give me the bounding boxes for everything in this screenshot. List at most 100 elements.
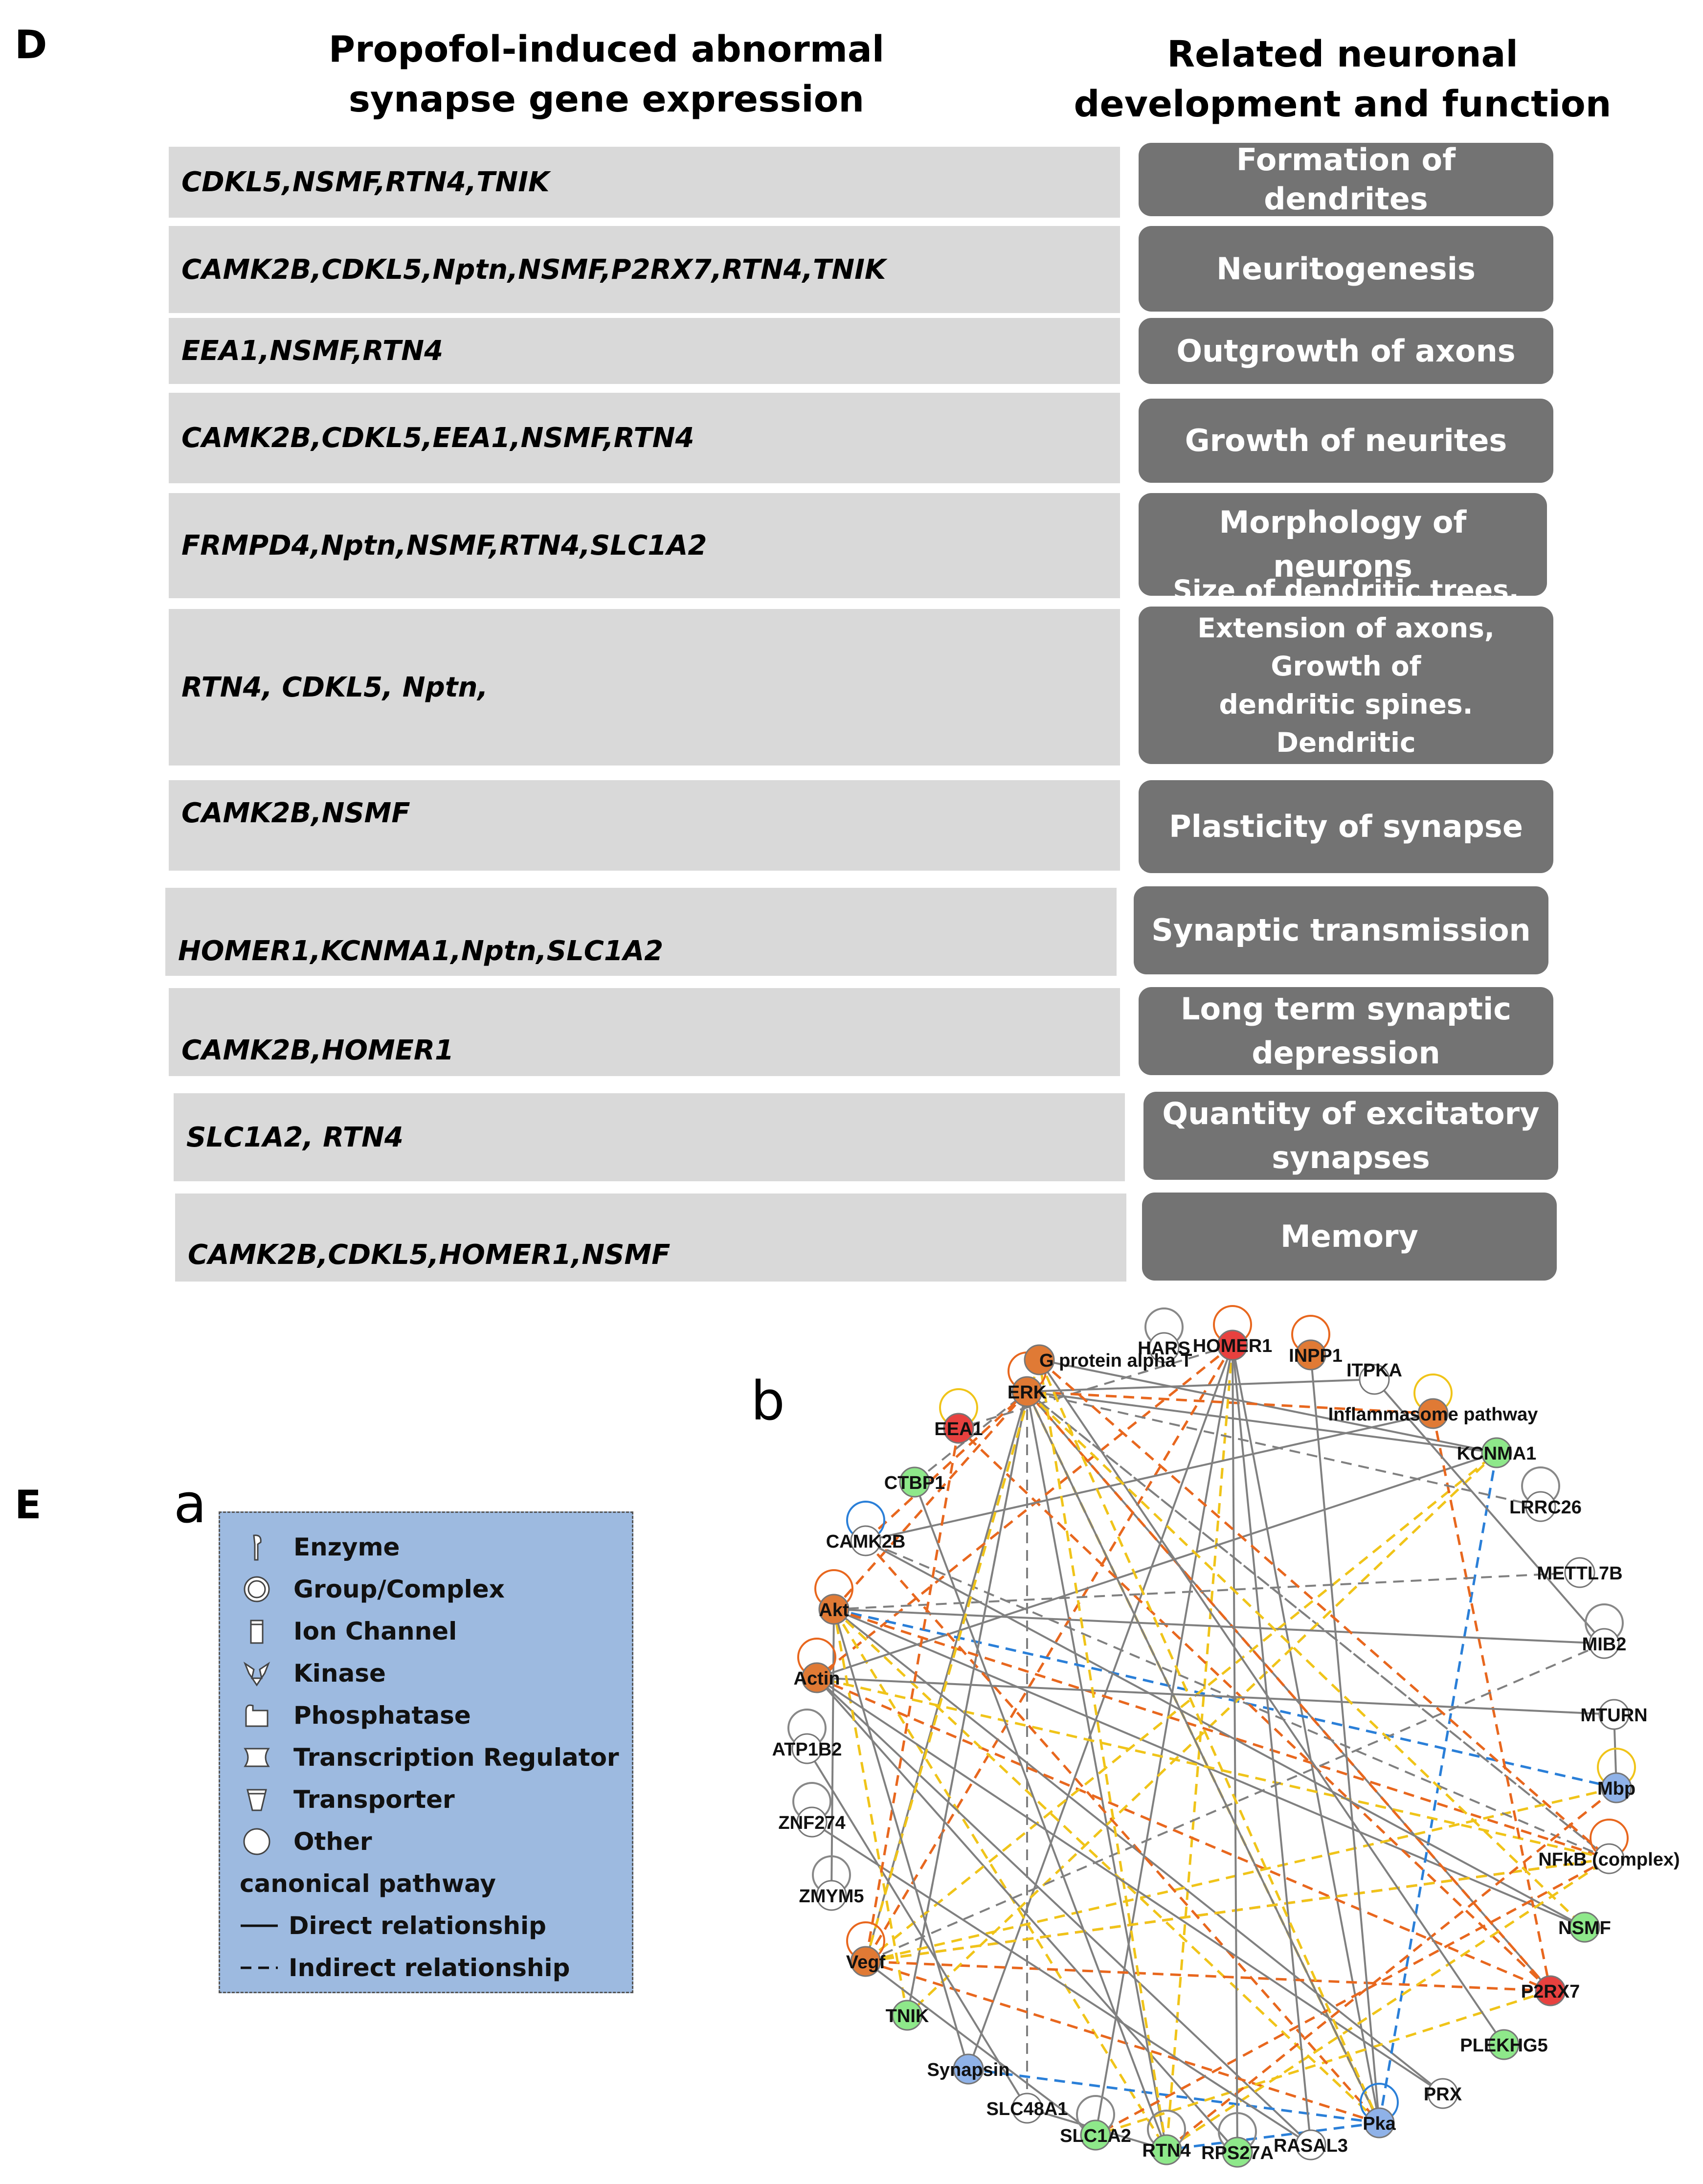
legend-label: Indirect relationship [289,1954,570,1982]
legend-panel: Enzyme Group/Complex Ion Channel Kinase … [219,1511,633,1993]
node-label: PRX [1424,2084,1462,2105]
node-label: METTL7B [1537,1563,1622,1584]
node-label: EEA1 [934,1419,983,1440]
network-node: LRRC26 [1509,1491,1582,1522]
node-label: ATP1B2 [772,1739,842,1760]
enzyme-icon [240,1530,274,1564]
network-node: MIB2 [1582,1628,1626,1659]
network-edge [1373,1378,1605,1644]
node-shape [1488,2029,1520,2060]
node-shape [1589,1628,1620,1659]
node-shape [1569,1912,1600,1943]
network-node: SLC1A2 [1060,2119,1131,2151]
node-label: RTN4 [1142,2140,1190,2161]
node-shape [1222,2137,1253,2168]
network-edge [1027,1391,1497,1454]
node-label: NSMF [1558,1918,1611,1938]
panel-d-letter: D [15,22,47,68]
panel-e-letter: E [15,1482,42,1528]
network-edge [816,1676,1551,1992]
node-shape [1080,2119,1111,2151]
network-edge [1038,1359,1168,2150]
network-edge [1039,1359,1497,1454]
node-shape [1359,1364,1390,1395]
network-edge [1026,1391,1380,2123]
node-shape [1535,1975,1566,2006]
network-edge [865,1540,1380,2124]
node-shape [791,1733,823,1764]
network-edge [864,1428,960,1962]
function-header-line-2: development and function [1074,83,1612,125]
gene-list-cell: CAMK2B,CDKL5,EEA1,NSMF,RTN4 [169,393,1120,483]
node-shape [1011,1376,1043,1407]
node-shape [1593,1843,1625,1874]
node-shape [1417,1398,1449,1429]
node-shape [1011,2093,1043,2124]
legend-item-group-complex: Group/Complex [240,1570,505,1609]
node-shape [801,1662,832,1693]
function-line: synapses [1272,1140,1430,1175]
node-shape [1295,1339,1326,1371]
node-label: ZMYM5 [799,1886,864,1907]
network-edge [1038,1359,1381,2124]
subpanel-b-letter: b [751,1370,785,1432]
gene-list-cell: CAMK2B,CDKL5,Nptn,NSMF,P2RX7,RTN4,TNIK [169,226,1120,313]
node-label: RPS27A [1201,2143,1274,2163]
function-column-header: Related neuronal development and functio… [1061,29,1624,129]
node-shape [850,1525,881,1556]
node-label: HOMER1 [1193,1336,1273,1356]
node-label: Inflammasome pathway [1328,1404,1538,1425]
network-edge [1232,1345,1380,2123]
network-node: KCNMA1 [1457,1437,1536,1468]
network-edge [864,1359,1041,1962]
function-cell: Memory [1142,1193,1557,1281]
network-edge [816,1677,1312,2146]
network-edge [1038,1359,1505,2046]
network-edge [865,1540,1585,1928]
network-node: Vegf [846,1946,885,1977]
function-line: dendrites [1264,181,1428,217]
network-edge [833,1391,1028,1610]
network-node: HARS [1138,1332,1190,1363]
legend-label: Phosphatase [293,1701,471,1730]
legend-label: canonical pathway [240,1869,496,1898]
node-shape [1427,2078,1458,2109]
network-edge [1310,1354,1380,2123]
legend-item-transporter: Transporter [240,1780,455,1819]
network-edge [864,1344,1234,1962]
network-node: NSMF [1558,1912,1611,1943]
network-edge [1166,2121,1380,2151]
network-edge [833,1608,1380,2124]
node-shape [953,2053,984,2085]
network-edge [906,1452,1498,2016]
network-edge [865,1452,1498,1962]
network-node: HOMER1 [1193,1329,1273,1361]
function-line: Growth of neurites [1185,423,1507,458]
gene-list-cell: CAMK2B,NSMF [169,780,1120,871]
network-node: PLEKHG5 [1460,2029,1548,2060]
node-shape [1364,2107,1395,2139]
node-label: INPP1 [1289,1346,1343,1366]
node-label: ZNF274 [778,1813,845,1833]
network-edge [1038,1359,1610,1860]
function-cell: Plasticity of synapse [1139,780,1553,873]
function-cell: Synaptic transmission [1134,886,1548,974]
network-edge [830,1609,835,1896]
node-label: ITPKA [1346,1360,1402,1381]
network-edge [865,1391,1028,1962]
node-shape [850,1946,881,1977]
network-node: ATP1B2 [772,1733,842,1764]
network-edge [1027,1378,1375,1393]
legend-label: Other [293,1827,372,1856]
legend-label: Enzyme [293,1533,400,1561]
network-edge [967,1345,1233,2070]
network-edge [958,1427,1551,1992]
gene-header-line-2: synapse gene expression [348,78,865,120]
gene-list-cell: HOMER1,KCNMA1,Nptn,SLC1A2 [165,888,1117,976]
solid-line-icon [240,1909,279,1943]
node-label: LRRC26 [1509,1497,1582,1518]
network-edge [1027,1390,1434,1415]
function-line: Formation of [1236,142,1456,178]
